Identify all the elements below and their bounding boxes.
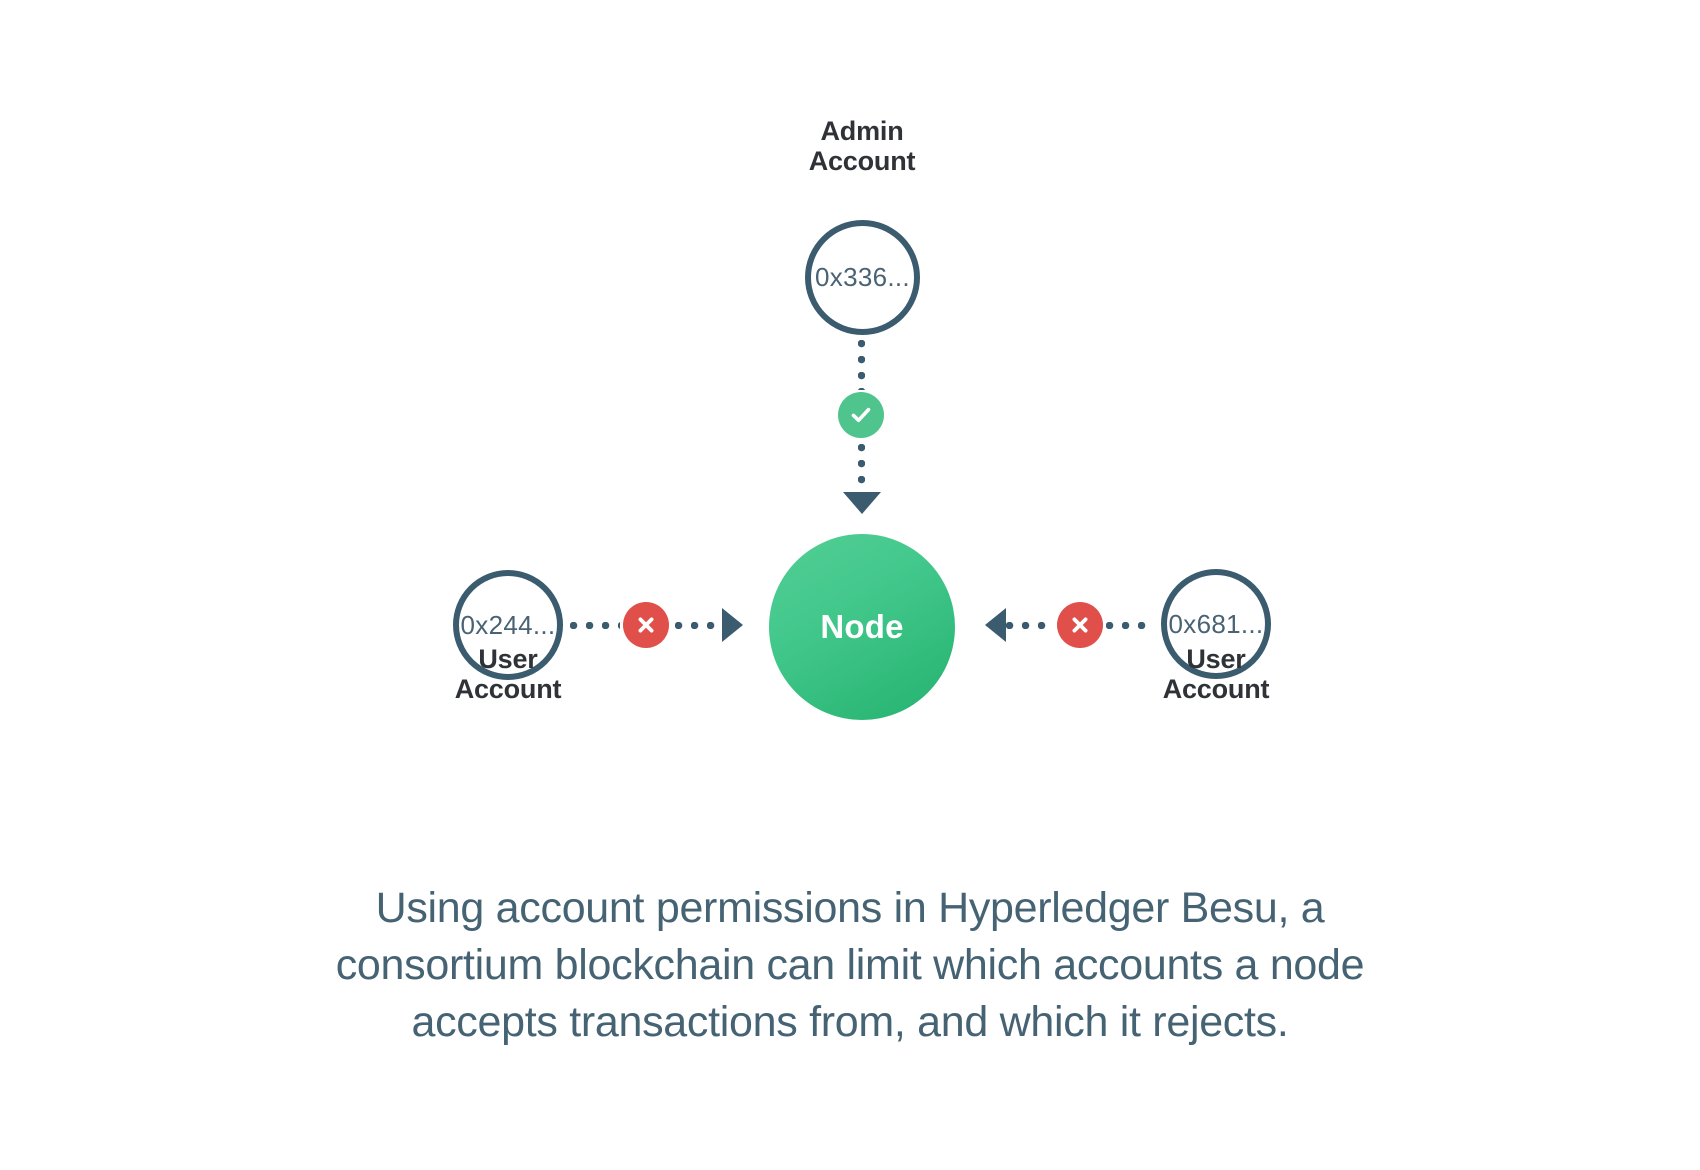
x-icon[interactable]	[1057, 602, 1103, 648]
left-connector-dots-inner	[675, 622, 723, 629]
left-user-account-address: 0x244...	[460, 609, 556, 640]
left-user-account-circle[interactable]: 0x244...	[453, 570, 563, 680]
left-arrow-right-icon	[722, 608, 743, 642]
right-connector-dots-inner	[1006, 622, 1054, 629]
admin-account-label: Admin Account	[808, 116, 916, 177]
admin-arrow-down-icon	[843, 492, 881, 514]
check-icon[interactable]	[838, 392, 884, 438]
caption: Using account permissions in Hyperledger…	[0, 880, 1700, 1052]
right-user-account-label: User Account	[1162, 644, 1270, 705]
x-icon[interactable]	[623, 602, 669, 648]
left-connector-dots-outer	[570, 622, 620, 629]
node-circle[interactable]: Node	[769, 534, 955, 720]
right-user-account-address: 0x681...	[1168, 608, 1264, 639]
caption-line-2: consortium blockchain can limit which ac…	[335, 941, 1365, 990]
caption-line-1: Using account permissions in Hyperledger…	[375, 884, 1325, 932]
right-connector-dots-outer	[1106, 622, 1154, 629]
right-arrow-left-icon	[985, 608, 1006, 642]
admin-account-circle[interactable]: 0x336...	[805, 220, 920, 335]
caption-line-3: accepts transactions from, and which it …	[411, 998, 1289, 1047]
admin-connector-dots-lower	[858, 444, 865, 494]
right-user-account-circle[interactable]: 0x681...	[1161, 569, 1271, 679]
node-label: Node	[820, 608, 904, 645]
admin-account-address: 0x336...	[815, 262, 910, 292]
left-user-account-label: User Account	[454, 644, 562, 705]
admin-connector-dots-upper	[858, 340, 865, 390]
